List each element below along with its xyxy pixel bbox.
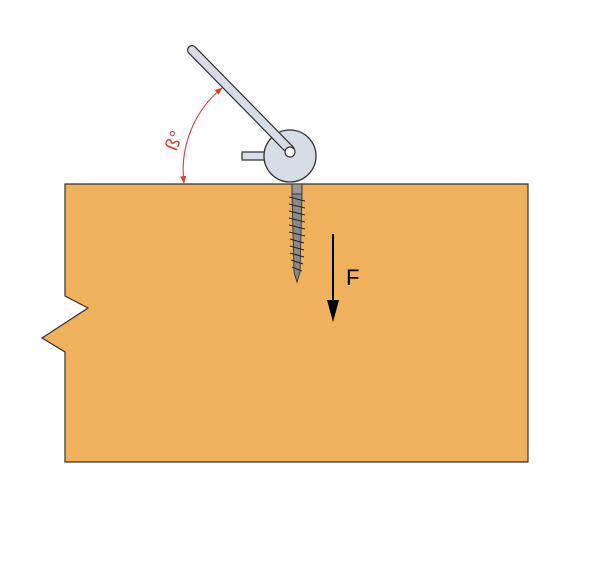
lifting-rod <box>188 46 294 154</box>
angle-arc <box>180 87 223 184</box>
force-label: F <box>346 265 359 290</box>
wood-beam <box>40 183 529 463</box>
angle-label: ß° <box>162 128 189 154</box>
screw <box>288 183 306 284</box>
force-arrow-head <box>327 300 339 322</box>
anchor-pivot <box>284 146 296 158</box>
lifting-anchor <box>187 45 317 183</box>
